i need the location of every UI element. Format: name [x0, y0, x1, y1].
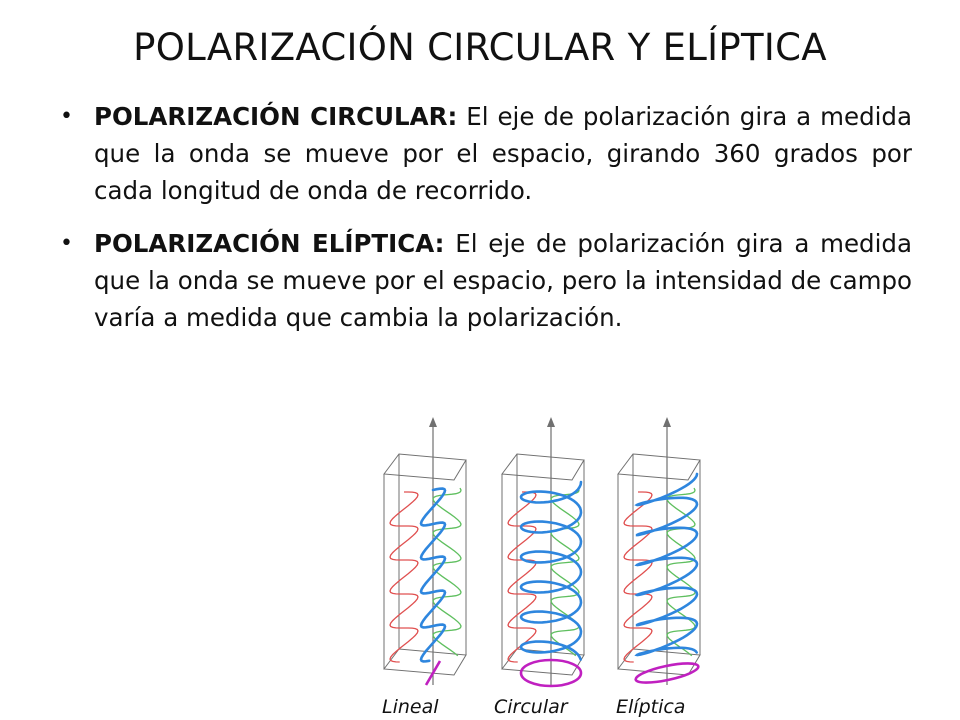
green-wave	[550, 487, 580, 657]
red-wave	[623, 491, 653, 663]
blue-wave	[419, 487, 447, 663]
bullet-text: El eje de polarización gira a medida que…	[94, 229, 912, 332]
blue-wave	[519, 480, 583, 661]
bullet-circular: • POLARIZACIÓN CIRCULAR: El eje de polar…	[60, 98, 912, 209]
prism-frame	[501, 453, 585, 676]
bullet-heading: POLARIZACIÓN ELÍPTICA:	[94, 229, 445, 258]
slide-title: POLARIZACIÓN CIRCULAR Y ELÍPTICA	[133, 26, 827, 69]
red-wave	[389, 491, 419, 663]
red-wave	[507, 491, 537, 663]
axis-arrow-icon	[429, 417, 437, 427]
projection-line	[424, 660, 442, 686]
bullet-heading: POLARIZACIÓN CIRCULAR:	[94, 102, 458, 131]
bullet-icon: •	[60, 231, 73, 256]
label-circular: Circular	[494, 696, 569, 718]
polarization-figure: Lineal Circular Elíptica	[362, 415, 714, 720]
label-eliptica: Elíptica	[616, 696, 685, 718]
bullet-list: • POLARIZACIÓN CIRCULAR: El eje de polar…	[60, 98, 912, 352]
axis-arrow-icon	[663, 417, 671, 427]
polarization-diagram: Lineal Circular Elíptica	[382, 417, 701, 718]
bullet-eliptica: • POLARIZACIÓN ELÍPTICA: El eje de polar…	[60, 225, 912, 336]
projection-ellipse	[634, 662, 700, 684]
prism-frame	[617, 453, 701, 676]
blue-wave	[634, 472, 699, 657]
axis-arrow-icon	[547, 417, 555, 427]
bullet-text: El eje de polarización gira a medida que…	[94, 102, 912, 205]
label-lineal: Lineal	[382, 696, 439, 718]
green-wave	[432, 487, 462, 657]
prism-frame	[383, 453, 467, 676]
bullet-icon: •	[60, 104, 73, 129]
projection-circle	[519, 658, 583, 688]
